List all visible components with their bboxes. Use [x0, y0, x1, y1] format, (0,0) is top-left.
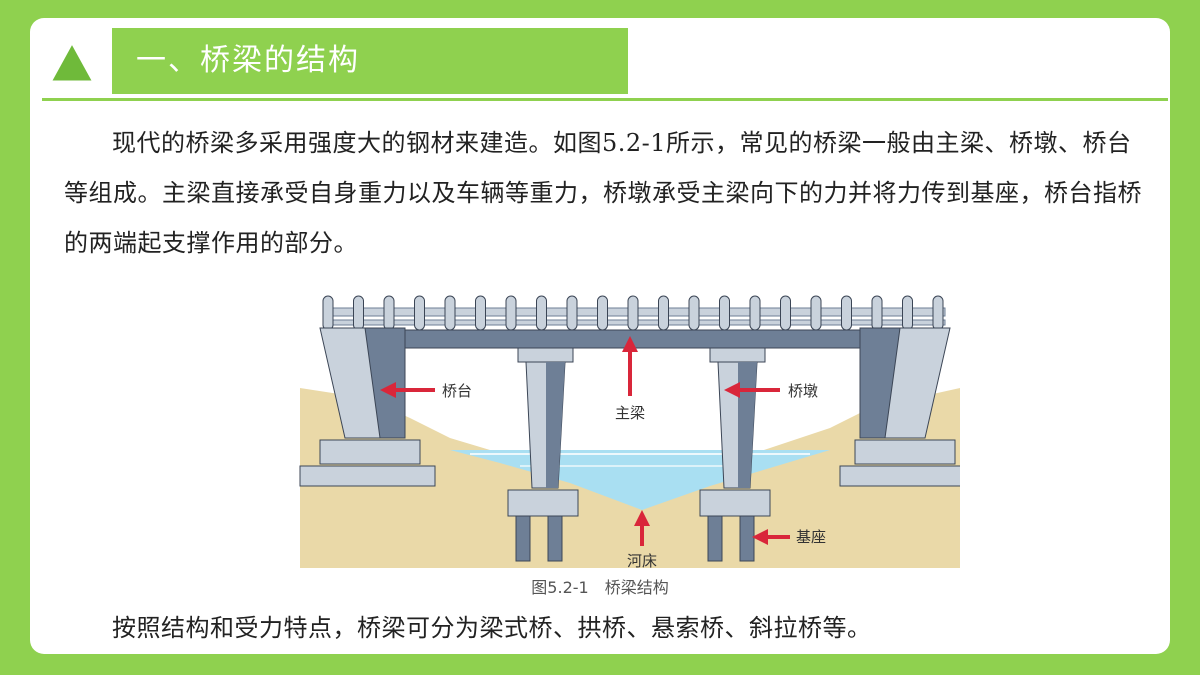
railing-post [627, 295, 639, 331]
railing-post [902, 295, 913, 331]
bridge-railing [322, 295, 946, 331]
railing-post [353, 295, 364, 331]
railing-post [658, 295, 669, 331]
railing-post [475, 295, 486, 331]
triangle-icon [48, 40, 96, 84]
railing-post [749, 295, 761, 331]
railing-post [383, 295, 395, 331]
railing-post [505, 295, 517, 331]
label-riverbed: 河床 [627, 552, 657, 568]
railing-post [597, 295, 608, 331]
main-beam [379, 329, 886, 349]
slide-card: 一、桥梁的结构 现代的桥梁多采用强度大的钢材来建造。如图5.2-1所示，常见的桥… [30, 18, 1170, 654]
railing-post [841, 295, 852, 331]
label-pier: 桥墩 [788, 382, 818, 400]
railing-post [932, 295, 944, 331]
label-foundation: 基座 [796, 528, 826, 546]
railing-post [780, 295, 791, 331]
section-title: 一、桥梁的结构 [112, 28, 628, 94]
railing-post [871, 295, 883, 331]
figure-caption: 图5.2-1 桥梁结构 [531, 578, 669, 597]
title-underline [42, 98, 1168, 101]
closing-paragraph: 按照结构和受力特点，桥梁可分为梁式桥、拱桥、悬索桥、斜拉桥等。 [112, 614, 872, 642]
railing-post [566, 295, 578, 331]
railing-post [810, 295, 822, 331]
left-pier [507, 347, 579, 562]
railing-post [536, 295, 547, 331]
intro-paragraph: 现代的桥梁多采用强度大的钢材来建造。如图5.2-1所示，常见的桥梁一般由主梁、桥… [64, 129, 1142, 257]
railing-post [414, 295, 425, 331]
railing-post [322, 295, 334, 331]
railing-post [719, 295, 730, 331]
railing-post [688, 295, 700, 331]
railing-post [444, 295, 456, 331]
bridge-structure-figure: 桥台 主梁 桥墩 基座 河床 [299, 295, 960, 568]
label-main-beam: 主梁 [615, 404, 645, 422]
label-abutment: 桥台 [442, 382, 472, 400]
